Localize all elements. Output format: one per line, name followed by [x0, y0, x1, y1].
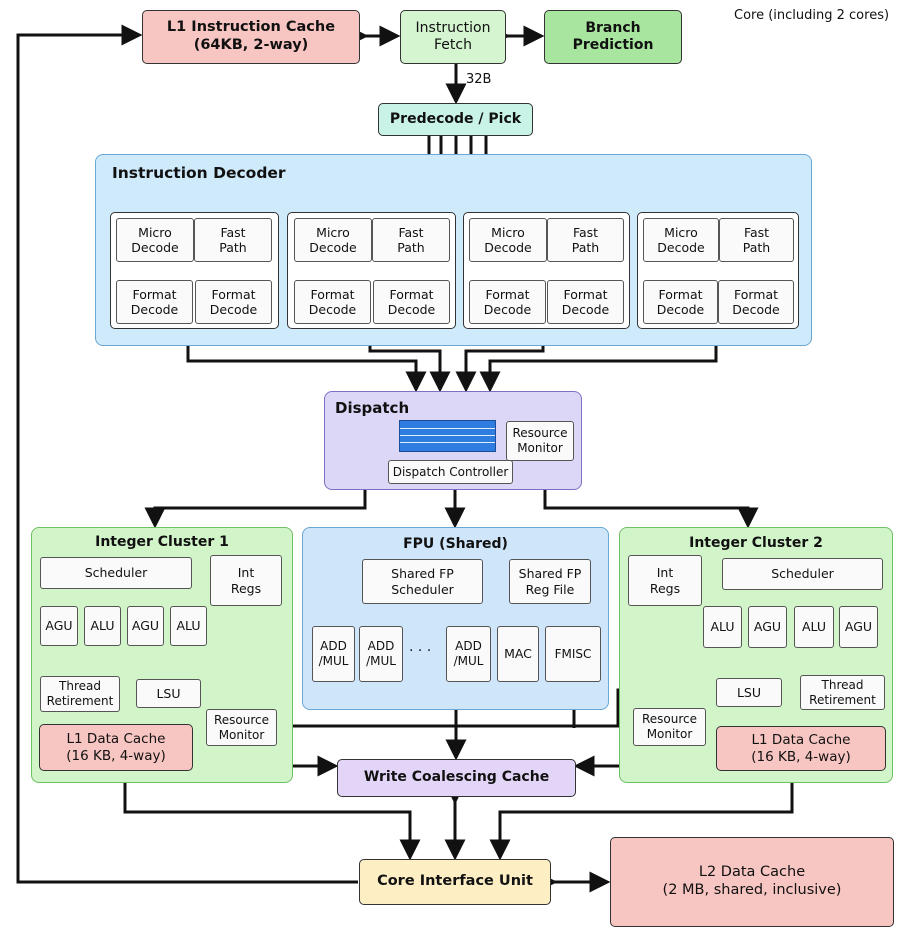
cluster-1-int-regs: Int Regs	[210, 555, 282, 606]
cluster-1-lsu: LSU	[136, 679, 201, 708]
micro-decode: Micro Decode	[643, 218, 719, 262]
fpu-title: FPU (Shared)	[403, 536, 508, 552]
format-decode: Format Decode	[643, 280, 718, 324]
fp-mac-unit: MAC	[497, 626, 539, 682]
cluster-2-int-regs: Int Regs	[628, 555, 702, 606]
write-coalescing-cache: Write Coalescing Cache	[337, 759, 576, 797]
cluster-1-resource-monitor: Resource Monitor	[206, 709, 277, 746]
cluster-1-thread-retirement: Thread Retirement	[40, 676, 120, 712]
l2-data-cache: L2 Data Cache (2 MB, shared, inclusive)	[610, 837, 894, 927]
cluster-2-resource-monitor: Resource Monitor	[633, 708, 706, 746]
dispatch-resource-monitor: Resource Monitor	[506, 421, 574, 461]
micro-decode: Micro Decode	[469, 218, 547, 262]
diagram-caption: Core (including 2 cores)	[734, 8, 890, 23]
predecode-pick: Predecode / Pick	[378, 103, 533, 136]
cluster-2-unit: ALU	[703, 606, 742, 648]
cluster-1-unit: ALU	[170, 606, 207, 646]
fast-path: Fast Path	[372, 218, 450, 262]
dispatch-queue	[399, 420, 496, 452]
core-interface-unit: Core Interface Unit	[359, 859, 551, 905]
shared-fp-scheduler: Shared FP Scheduler	[362, 559, 483, 604]
instruction-decoder-title: Instruction Decoder	[112, 164, 286, 182]
cluster-2-unit: AGU	[748, 606, 787, 648]
fast-path: Fast Path	[547, 218, 624, 262]
fp-add-mul-unit: ADD /MUL	[312, 626, 355, 682]
format-decode: Format Decode	[294, 280, 371, 324]
cluster-1-l1-data-cache: L1 Data Cache (16 KB, 4-way)	[39, 724, 193, 771]
integer-cluster-1-title: Integer Cluster 1	[95, 534, 229, 550]
format-decode: Format Decode	[469, 280, 546, 324]
fp-misc-unit: FMISC	[545, 626, 601, 682]
instruction-fetch: Instruction Fetch	[400, 10, 506, 64]
fp-add-mul-unit: ADD /MUL	[446, 626, 491, 682]
fpu-panel	[302, 527, 609, 710]
branch-prediction: Branch Prediction	[544, 10, 682, 64]
bus-width-label: 32B	[466, 72, 492, 87]
micro-decode: Micro Decode	[294, 218, 372, 262]
fast-path: Fast Path	[719, 218, 794, 262]
cluster-1-unit: ALU	[84, 606, 121, 646]
cluster-1-scheduler: Scheduler	[40, 557, 192, 589]
fast-path: Fast Path	[194, 218, 272, 262]
cluster-2-thread-retirement: Thread Retirement	[800, 675, 885, 710]
cluster-2-unit: AGU	[839, 606, 878, 648]
l1-instruction-cache: L1 Instruction Cache (64KB, 2-way)	[142, 10, 360, 64]
cluster-1-unit: AGU	[40, 606, 78, 646]
cluster-2-unit: ALU	[794, 606, 834, 648]
cluster-1-unit: AGU	[127, 606, 164, 646]
micro-decode: Micro Decode	[116, 218, 194, 262]
cluster-2-scheduler: Scheduler	[722, 558, 883, 590]
shared-fp-reg-file: Shared FP Reg File	[509, 559, 591, 604]
fp-add-mul-unit: ADD /MUL	[359, 626, 403, 682]
format-decode: Format Decode	[373, 280, 450, 324]
format-decode: Format Decode	[718, 280, 794, 324]
format-decode: Format Decode	[116, 280, 193, 324]
integer-cluster-2-title: Integer Cluster 2	[689, 535, 823, 551]
dispatch-title: Dispatch	[335, 399, 410, 417]
format-decode: Format Decode	[195, 280, 272, 324]
dispatch-controller: Dispatch Controller	[388, 460, 513, 484]
cluster-2-lsu: LSU	[716, 678, 782, 707]
fp-unit-ellipsis: · · ·	[409, 643, 432, 659]
cluster-2-l1-data-cache: L1 Data Cache (16 KB, 4-way)	[716, 726, 886, 771]
format-decode: Format Decode	[547, 280, 624, 324]
